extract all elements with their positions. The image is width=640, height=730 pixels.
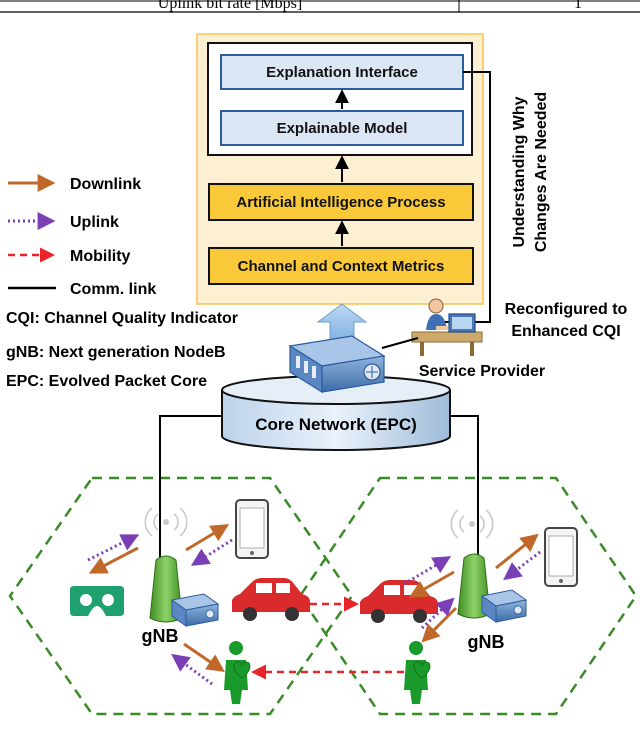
left-car-icon — [232, 578, 310, 621]
explainable-model-label: Explainable Model — [277, 120, 408, 137]
left-gnb-label: gNB — [142, 626, 179, 646]
ai-process-label: Artificial Intelligence Process — [236, 194, 445, 211]
left-cell-hexagon — [8, 476, 354, 716]
xai-panel: Explanation Interface Explainable Model … — [196, 33, 484, 305]
right-user-icon — [404, 641, 431, 704]
table-row-value: 1 — [574, 0, 582, 12]
abbr-gnb: gNB: Next generation NodeB — [6, 344, 226, 361]
backhaul-link-left — [159, 415, 222, 560]
table-fragment: Uplink bit rate [Mbps] 1 — [0, 0, 640, 13]
right-gnb-signal-icon — [450, 509, 494, 539]
downlink-gnb-to-left-phone — [185, 524, 230, 552]
side-text: Understanding Why Changes Are Needed — [511, 92, 550, 252]
core-network-cylinder — [221, 390, 451, 451]
legend-mobility-label: Mobility — [70, 248, 131, 265]
legend-uplink-label: Uplink — [70, 214, 119, 231]
explainable-model-box — [220, 110, 464, 146]
vr-headset-icon — [70, 586, 124, 616]
right-cell-hexagon — [298, 476, 638, 716]
ai-process-box — [208, 183, 474, 221]
abbreviations: CQI: Channel Quality Indicator gNB: Next… — [6, 310, 238, 390]
uplink-vr-to-gnb — [87, 534, 140, 562]
core-network-label: Core Network (EPC) — [255, 415, 417, 434]
table-row-label: Uplink bit rate [Mbps] — [158, 0, 302, 12]
uplink-right-user-to-gnb — [420, 597, 455, 630]
side-text-line2: Changes Are Needed — [533, 92, 550, 252]
metrics-box — [208, 247, 474, 285]
downlink-gnb-to-vr — [88, 546, 139, 574]
left-gnb-signal-icon — [144, 507, 188, 537]
reconfig-line2: Enhanced CQI — [511, 323, 620, 340]
downlink-gnb-to-left-user — [183, 642, 225, 673]
uplink-left-phone-to-gnb — [190, 538, 233, 566]
right-gnb: gNB — [450, 509, 528, 652]
downlink-gnb-to-right-car — [408, 570, 455, 598]
right-gnb-server-icon — [480, 589, 528, 623]
right-smartphone-icon — [544, 527, 578, 587]
abbr-cqi: CQI: Channel Quality Indicator — [6, 310, 238, 327]
service-provider-label: Service Provider — [419, 363, 545, 380]
backhaul-link-right — [450, 415, 479, 560]
metrics-label: Channel and Context Metrics — [238, 258, 445, 275]
legend: Downlink Uplink Mobility Comm. link — [8, 174, 156, 298]
uplink-right-car-to-gnb — [403, 556, 452, 586]
explanation-interface-label: Explanation Interface — [266, 64, 418, 81]
side-text-line1: Understanding Why — [511, 96, 528, 247]
abbr-epc: EPC: Evolved Packet Core — [6, 373, 207, 390]
downlink-gnb-to-right-phone — [495, 533, 539, 570]
uplink-right-phone-to-gnb — [503, 550, 541, 581]
server-icon — [288, 335, 386, 394]
explanation-interface-box — [220, 54, 464, 90]
legend-comm-link-label: Comm. link — [70, 281, 156, 298]
server-to-provider-link — [381, 337, 419, 349]
reconfig-line1: Reconfigured to — [505, 301, 628, 318]
left-user-icon — [224, 641, 251, 704]
right-gnb-label: gNB — [468, 632, 505, 652]
left-gnb: gNB — [142, 507, 220, 646]
service-provider: Reconfigured to Enhanced CQI Service Pro… — [411, 298, 628, 380]
legend-downlink-label: Downlink — [70, 176, 141, 193]
left-smartphone-icon — [235, 499, 269, 559]
operator-workstation-icon — [411, 298, 483, 356]
left-gnb-server-icon — [170, 593, 220, 627]
